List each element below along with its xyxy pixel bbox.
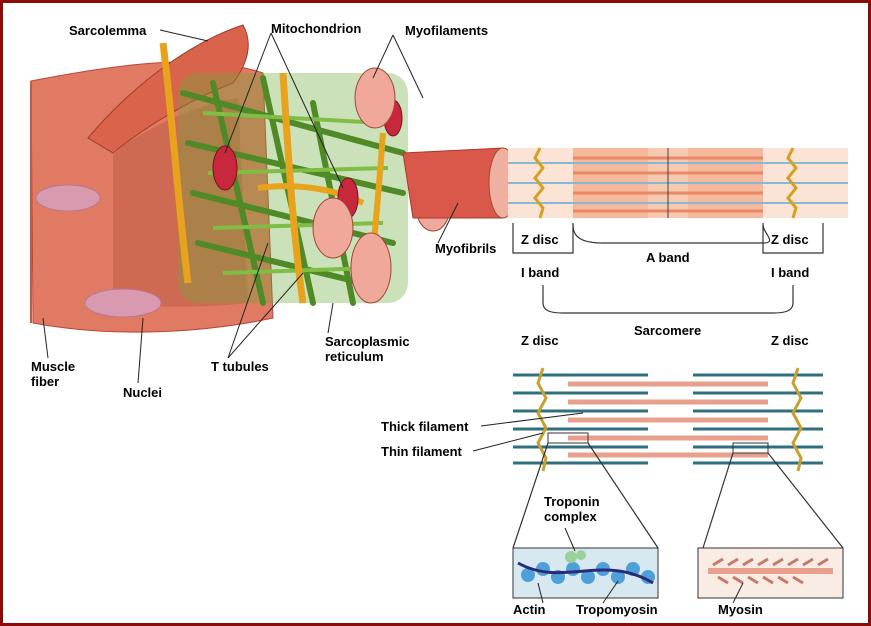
z-disc-line [536,367,548,472]
label-sarcoplasmic-reticulum: Sarcoplasmic reticulum [325,334,410,364]
label-a-band: A band [646,250,690,265]
label-thick-filament: Thick filament [381,419,469,434]
label-z-disc-upper-right: Z disc [771,232,809,247]
label-i-band-left: I band [521,265,560,280]
label-z-disc-lower-right: Z disc [771,333,809,348]
z-disc-line [786,147,798,219]
label-i-band-right: I band [771,265,810,280]
myofibril-extension [402,147,518,219]
zoom-lines [512,442,844,549]
filament-diagram [513,367,823,472]
skeletal-muscle-diagram [30,24,848,604]
label-myofibrils: Myofibrils [435,241,497,256]
label-myofilaments: Myofilaments [405,23,489,38]
label-myosin: Myosin [718,602,763,617]
z-disc-line [791,367,803,472]
label-z-disc-lower-left: Z disc [521,333,559,348]
thin-filaments [513,373,823,465]
label-actin: Actin [513,602,546,617]
myosin-inset [697,547,844,599]
label-thin-filament: Thin filament [381,444,462,459]
nucleus [84,288,162,318]
nucleus [35,184,101,212]
leader-lines [42,29,744,604]
label-z-disc-upper-left: Z disc [521,232,559,247]
sarcomere-band-strip [508,147,848,219]
label-mitochondrion: Mitochondrion [271,21,362,36]
label-sarcomere: Sarcomere [634,323,702,338]
actin-inset [512,547,659,599]
label-troponin-complex: Troponin complex [544,494,600,524]
label-sarcolemma: Sarcolemma [69,23,147,38]
band-brackets [512,223,824,314]
label-muscle-fiber: Muscle fiber [31,359,76,389]
thick-filaments [568,381,768,458]
label-t-tubules: T tubules [211,359,269,374]
z-disc-line [533,147,545,219]
label-tropomyosin: Tropomyosin [576,602,658,617]
label-nuclei: Nuclei [123,385,163,400]
